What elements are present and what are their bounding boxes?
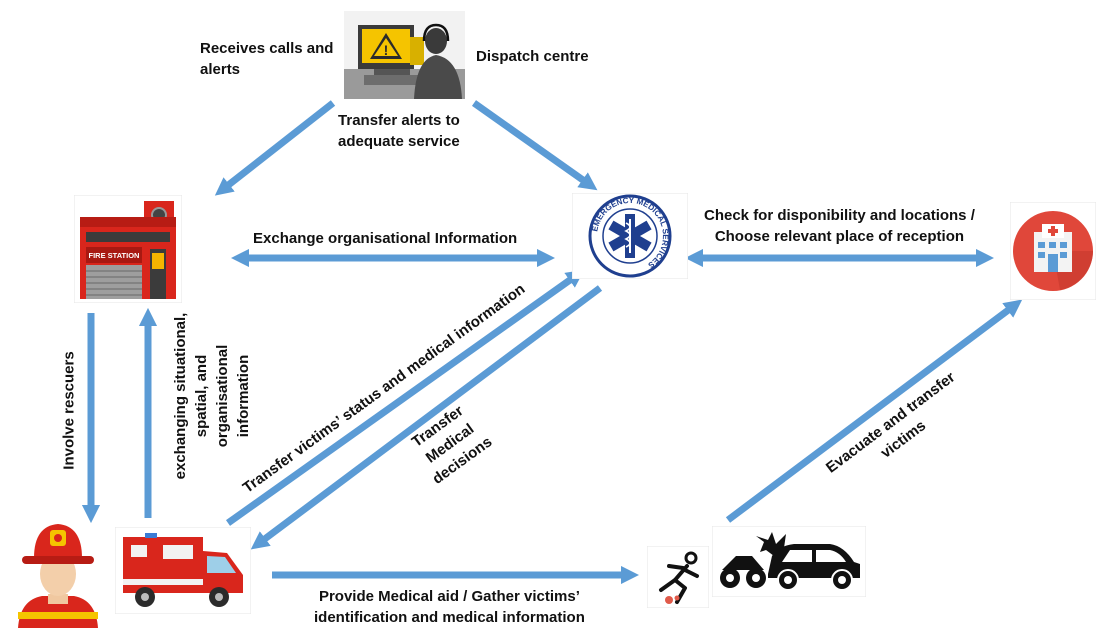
check-disponibility-label: Check for disponibility and locations / …: [704, 205, 975, 247]
firefighter-icon: [18, 524, 98, 628]
car-crash-icon: [711, 525, 867, 598]
fire-station-sign: FIRE STATION: [89, 251, 140, 260]
ems-node: EMERGENCY MEDICAL SERVICES: [571, 192, 689, 280]
arrow-accident-to-hospital: [725, 299, 1023, 523]
accident-node: [711, 525, 867, 598]
transfer-alerts-line2: adequate service: [338, 133, 460, 150]
check-disponibility-line2: Choose relevant place of reception: [714, 228, 965, 245]
ambulance-icon: [114, 526, 252, 615]
fire-station-icon: FIRE STATION: [73, 194, 183, 304]
arrow-dispatch-to-fire: [214, 100, 336, 196]
ems-star-of-life-icon: EMERGENCY MEDICAL SERVICES: [571, 192, 689, 280]
injured-runner-icon: [646, 545, 710, 609]
provide-aid-line2: identification and medical information: [314, 609, 585, 626]
arrow-ems-to-ambulance: [250, 285, 603, 550]
hospital-node: [1009, 201, 1096, 301]
firefighter-node: [12, 518, 104, 628]
ambulance-node: [114, 526, 252, 615]
victim-node: [646, 545, 710, 609]
screen-warning-mark: !: [384, 42, 389, 58]
exchanging-info-line3: organisational: [214, 344, 231, 448]
hospital-icon: [1009, 201, 1096, 301]
arrow-dispatch-to-ems: [471, 100, 598, 191]
receives-calls-line2: alerts: [200, 61, 241, 78]
check-disponibility-line1: Check for disponibility and locations /: [704, 207, 975, 224]
exchanging-info-line4: information: [235, 354, 252, 438]
provide-aid-label: Provide Medical aid / Gather victims’ id…: [314, 586, 585, 628]
provide-aid-line1: Provide Medical aid / Gather victims’: [318, 588, 580, 605]
receives-calls-line1: Receives calls and: [200, 40, 334, 57]
exchanging-info-line1: exchanging situational,: [172, 312, 189, 480]
transfer-alerts-line1: Transfer alerts to: [338, 112, 460, 129]
fire-station-node: FIRE STATION: [73, 194, 183, 304]
involve-rescuers-label: Involve rescuers: [60, 351, 78, 470]
exchanging-info-label: exchanging situational, spatial, and org…: [170, 306, 254, 486]
arrow-ambulance-to-ems: [225, 269, 585, 526]
receives-calls-label: Receives calls and alerts: [200, 38, 333, 80]
transfer-alerts-label: Transfer alerts to adequate service: [338, 110, 460, 152]
dispatch-operator-icon: !: [344, 11, 465, 99]
dispatch-node: !: [344, 11, 465, 99]
exchanging-info-line2: spatial, and: [193, 354, 210, 438]
dispatch-centre-label: Dispatch centre: [476, 48, 589, 65]
exchange-org-label: Exchange organisational Information: [253, 230, 518, 247]
